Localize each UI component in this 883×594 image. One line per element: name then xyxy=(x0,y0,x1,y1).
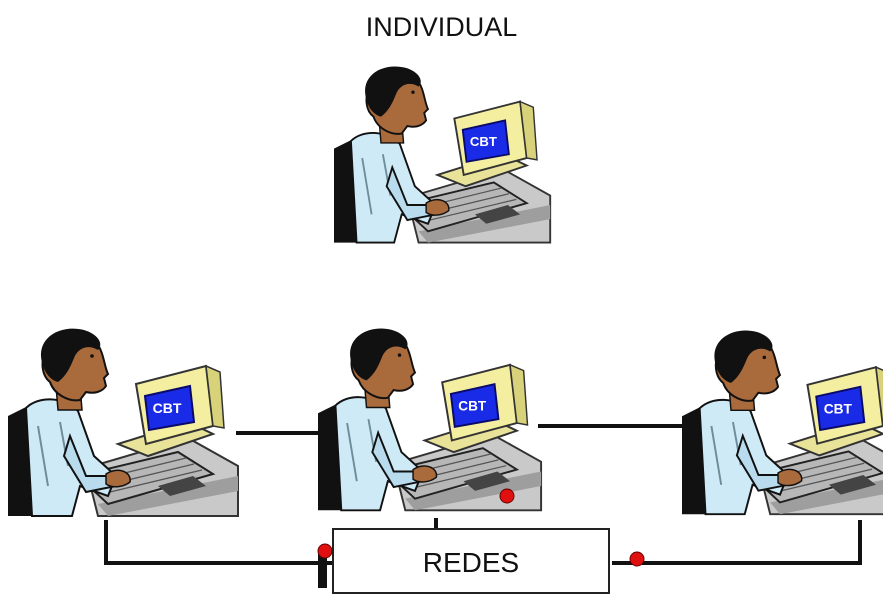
person-icon xyxy=(317,327,543,512)
screen-label: CBT xyxy=(458,398,487,413)
person-icon xyxy=(333,65,552,244)
link-right-to-network xyxy=(612,520,862,565)
link-left-to-network xyxy=(104,520,332,565)
networked-workstation-right: CBT xyxy=(681,329,883,516)
person-icon xyxy=(681,329,883,516)
individual-workstation: CBT xyxy=(333,65,552,244)
network-lines xyxy=(104,424,862,565)
screen-label: CBT xyxy=(470,134,497,149)
screen-label: CBT xyxy=(824,401,853,416)
networked-workstation-center: CBT xyxy=(317,327,543,512)
screen-label: CBT xyxy=(153,400,182,416)
person-icon xyxy=(7,327,239,517)
connector-dot-center xyxy=(499,488,515,504)
network-label: REDES xyxy=(422,547,520,578)
diagram-title: INDIVIDUAL xyxy=(365,12,518,42)
connector-dot-network-left xyxy=(317,543,333,559)
network-connector-bar xyxy=(318,548,327,588)
networked-workstation-left: CBT xyxy=(7,327,239,517)
network-box: REDES xyxy=(332,528,610,594)
connector-dot-network-right xyxy=(629,551,645,567)
